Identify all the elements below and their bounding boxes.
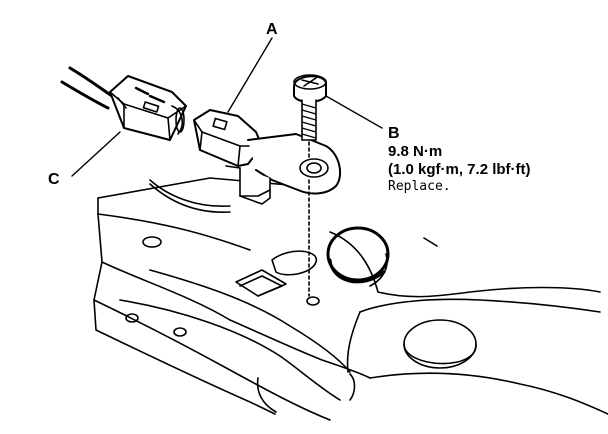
callout-c-label: C [48,171,60,188]
leader-a [227,37,273,113]
leader-lines [71,37,383,177]
callout-a-label: A [266,21,278,38]
callout-b-label: B [388,125,400,142]
torque-value: 9.8 N·m [388,143,443,160]
wire-harness [60,66,231,213]
replace-note: Replace. [388,179,451,194]
housing-body [93,177,608,421]
leader-c [71,131,121,177]
harness-connector [109,75,187,141]
sensor-body [193,109,342,205]
pulley-disc [326,226,390,287]
mounting-bolt [293,74,327,297]
torque-alternate-units: (1.0 kgf·m, 7.2 lbf·ft) [388,161,531,178]
leader-b [325,95,383,129]
